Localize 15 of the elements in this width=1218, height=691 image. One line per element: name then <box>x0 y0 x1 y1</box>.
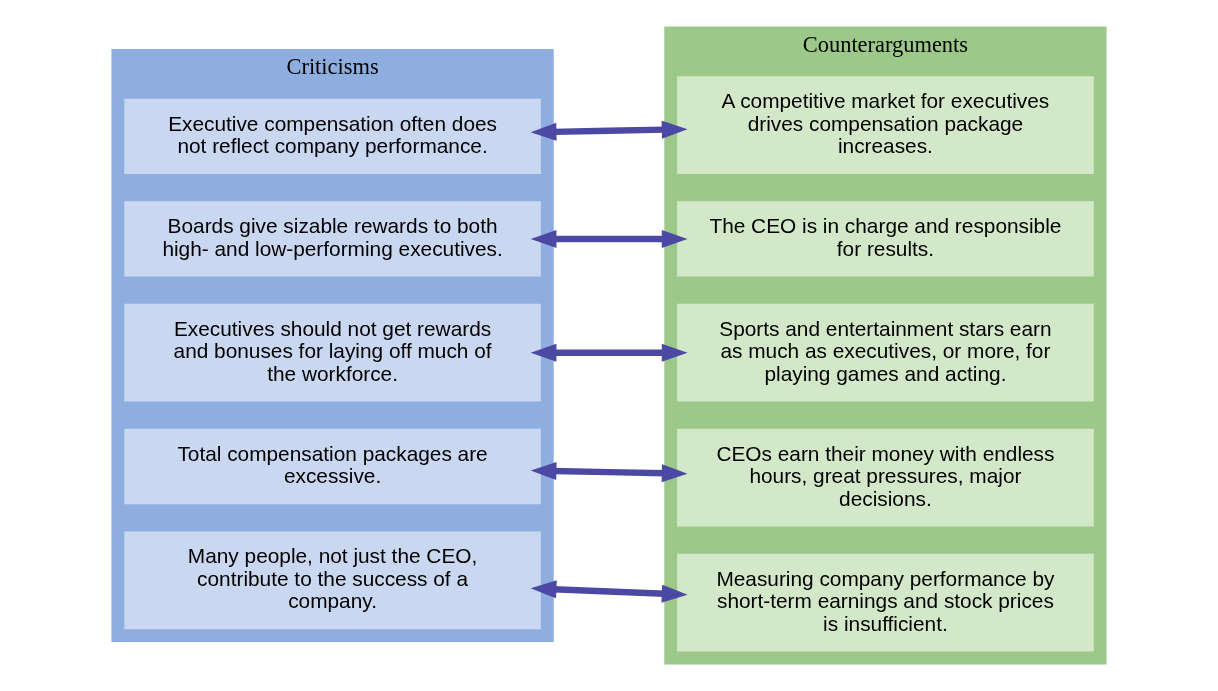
arrow <box>530 120 688 141</box>
node-box: Executives should not get rewards and bonuses for laying off much of the workforce. <box>124 303 541 402</box>
node-box: Many people, not just the CEO, contribute to the success of a company. <box>124 531 541 630</box>
node-box: CEOs earn their money with endless hours, great pressures, major decisions. <box>677 428 1094 527</box>
node-box: Total compensation packages are excessive. <box>124 428 541 505</box>
arrow <box>530 462 688 483</box>
arrow <box>530 343 688 362</box>
node-box: The CEO is in charge and responsible for results. <box>677 201 1094 277</box>
node-box: Executive compensation often does not reflect company performance. <box>124 98 541 175</box>
node-box: Measuring company performance by short-term earnings and stock prices is insufficient. <box>677 553 1094 652</box>
node-box: A competitive market for executives drives compensation package increases. <box>677 76 1094 175</box>
node-box: Boards give sizable rewards to both high- and low-performing executives. <box>124 201 541 277</box>
arrow <box>530 580 688 603</box>
arrow <box>530 229 688 248</box>
node-box: Sports and entertainment stars earn as much as executives, or more, for playing games and acting. <box>677 303 1094 402</box>
